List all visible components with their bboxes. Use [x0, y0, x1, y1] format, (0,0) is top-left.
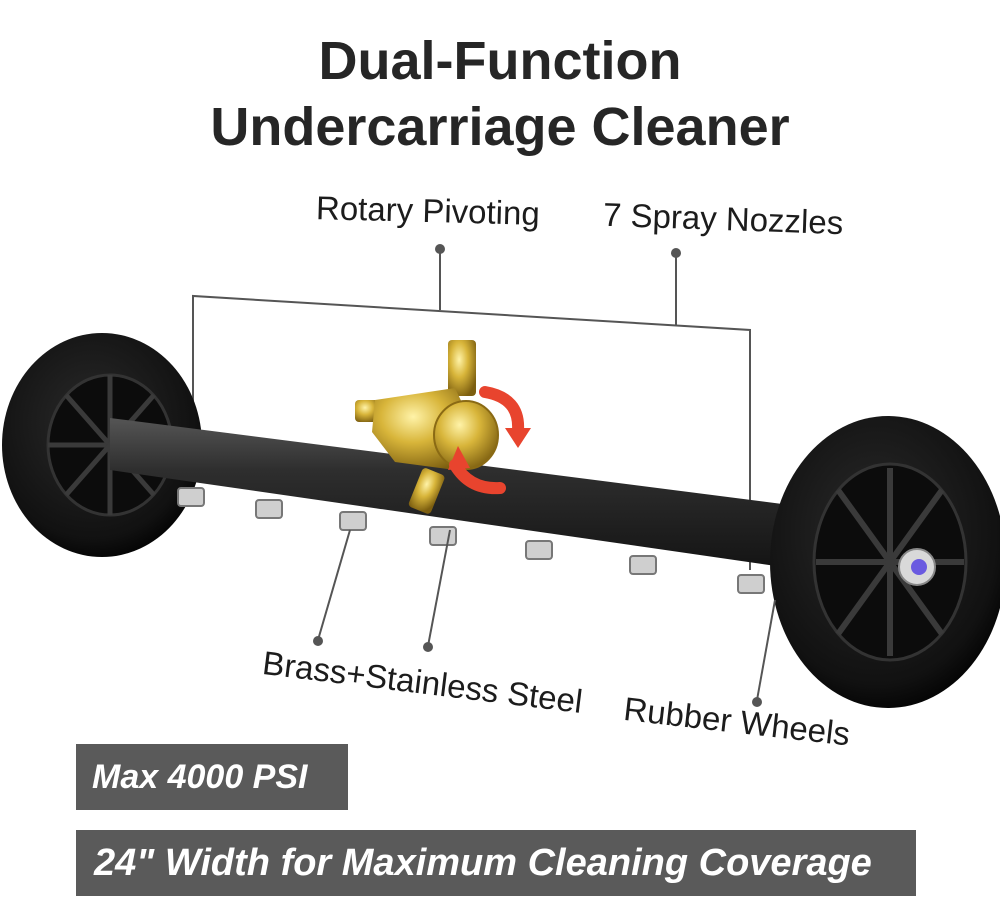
label-rotary-pivoting: Rotary Pivoting	[315, 189, 541, 232]
title-line-1: Dual-Function	[318, 31, 682, 91]
title-line-2: Undercarriage Cleaner	[210, 97, 790, 157]
callout-pointer-nozzles	[671, 248, 681, 326]
product-title: Dual-Function Undercarriage Cleaner	[0, 28, 1000, 160]
callout-pointer-rotary	[435, 244, 445, 310]
spray-nozzles	[177, 487, 765, 594]
right-wheel	[770, 416, 1000, 708]
cleaner-bar	[110, 418, 790, 568]
callout-pointer-wheels	[752, 599, 776, 707]
callout-bracket	[192, 294, 751, 570]
callout-pointer-material	[317, 529, 451, 647]
pressure-banner: Max 4000 PSI	[76, 744, 348, 810]
brass-swivel-coupler	[355, 340, 499, 514]
width-banner: 24" Width for Maximum Cleaning Coverage	[76, 830, 916, 896]
